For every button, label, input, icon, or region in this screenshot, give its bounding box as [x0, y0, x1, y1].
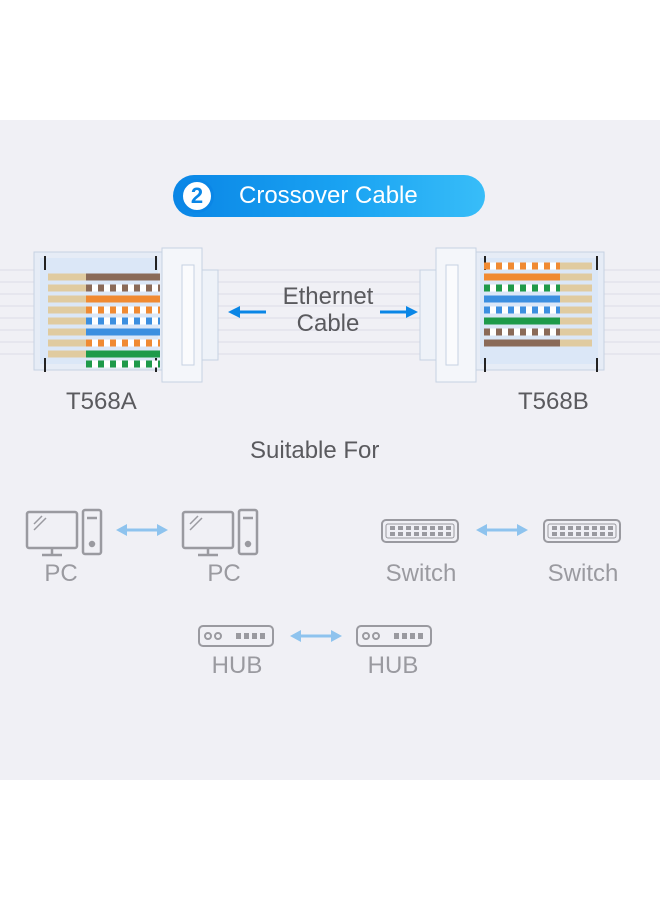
- left-wires: [48, 273, 160, 368]
- badge-title: Crossover Cable: [239, 182, 418, 209]
- right-wires: [484, 262, 592, 347]
- cable-label-line1: Ethernet: [282, 283, 374, 310]
- ethernet-cable-label: Ethernet Cable: [248, 283, 408, 337]
- cable-label-line2: Cable: [296, 310, 360, 337]
- cable-arrows: [228, 306, 418, 318]
- computer-icon: [181, 508, 259, 557]
- hub-icon: [356, 625, 432, 647]
- switch-icon: [381, 519, 459, 543]
- device-label: PC: [207, 560, 241, 587]
- connector-drawing: [0, 247, 660, 647]
- crossover-cable-badge: 2 Crossover Cable: [173, 175, 485, 217]
- device-label: Switch: [547, 560, 619, 587]
- device-label: HUB: [211, 652, 263, 679]
- device-arrows: [116, 524, 528, 642]
- switch-icon: [543, 519, 621, 543]
- device-label: Switch: [385, 560, 457, 587]
- right-standard-label: T568B: [518, 388, 589, 415]
- computer-icon: [25, 508, 103, 557]
- device-label: PC: [44, 560, 78, 587]
- hub-icon: [198, 625, 274, 647]
- suitable-for-heading: Suitable For: [250, 437, 380, 464]
- step-number: 2: [180, 179, 214, 213]
- device-label: HUB: [367, 652, 419, 679]
- diagram-panel: 2 Crossover Cable Ethernet Cable T568A T…: [0, 120, 660, 780]
- left-standard-label: T568A: [66, 388, 137, 415]
